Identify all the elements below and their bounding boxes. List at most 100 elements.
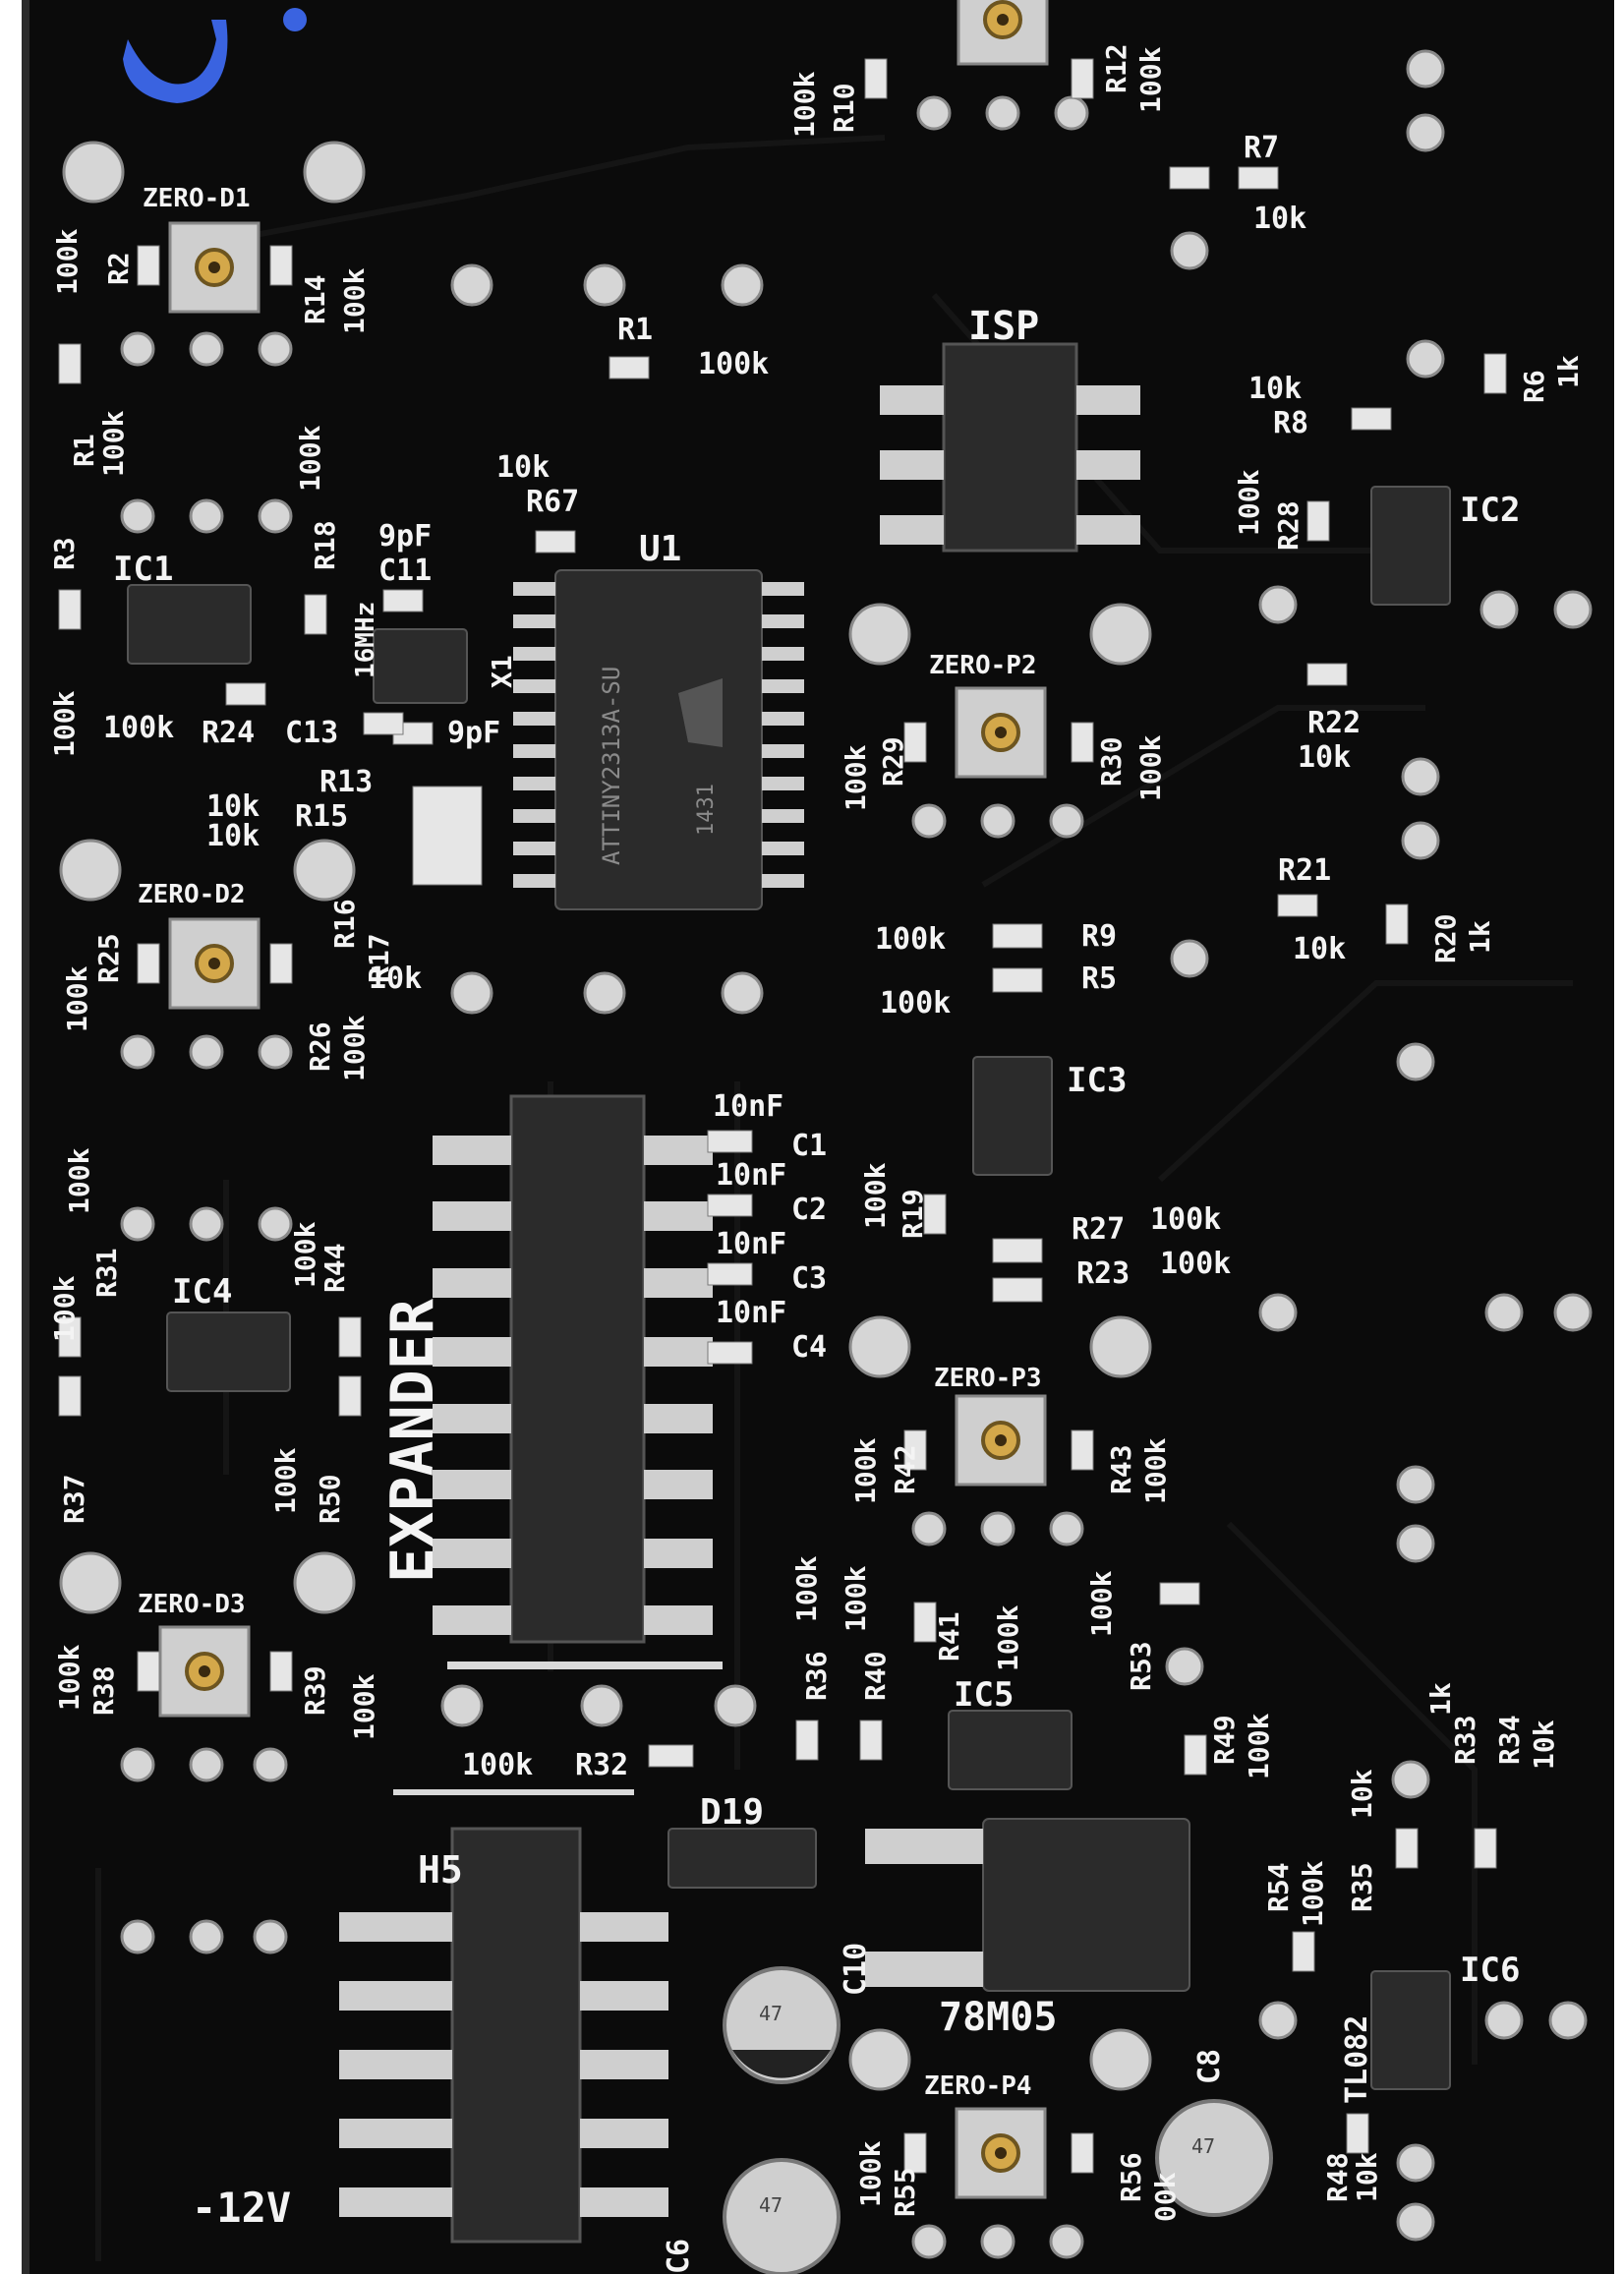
svg-text:100k: 100k xyxy=(1085,1570,1118,1637)
label-h5: H5 xyxy=(418,1848,463,1892)
pcb-board xyxy=(22,0,1614,2274)
label-c6: C6 xyxy=(662,2239,696,2274)
ic-chips xyxy=(127,486,1451,2090)
smd-parts xyxy=(58,58,1507,2174)
svg-text:10nF: 10nF xyxy=(716,1158,786,1193)
label-r56: R56 xyxy=(1115,2152,1147,2202)
svg-text:1k: 1k xyxy=(1464,920,1496,954)
svg-text:16MHz: 16MHz xyxy=(351,602,380,678)
svg-text:100k: 100k xyxy=(269,1447,302,1514)
svg-text:100k: 100k xyxy=(1233,469,1265,536)
label-r14: R14 xyxy=(299,274,331,324)
svg-text:100k: 100k xyxy=(348,1673,380,1740)
label-d19: D19 xyxy=(700,1792,764,1833)
svg-text:10nF: 10nF xyxy=(716,1227,786,1261)
svg-text:10k: 10k xyxy=(1253,202,1306,236)
svg-text:100k: 100k xyxy=(880,986,951,1020)
label-c8: C8 xyxy=(1192,2049,1227,2084)
label-r25: R25 xyxy=(92,933,125,983)
label-r22: R22 xyxy=(1307,706,1361,740)
label-u1: U1 xyxy=(639,529,681,569)
svg-text:10k: 10k xyxy=(206,789,260,824)
svg-text:100k: 100k xyxy=(992,1604,1024,1671)
label-r15: R15 xyxy=(295,799,348,834)
label-r53: R53 xyxy=(1125,1641,1157,1691)
svg-text:100k: 100k xyxy=(788,71,821,138)
label-r3: R3 xyxy=(48,537,81,570)
svg-text:100k: 100k xyxy=(1150,1202,1221,1237)
svg-text:100k: 100k xyxy=(53,1644,86,1711)
svg-text:100k: 100k xyxy=(63,1147,95,1214)
label-r41: R41 xyxy=(933,1611,965,1662)
label-r55: R55 xyxy=(889,2167,921,2217)
label-r1: R1 xyxy=(617,313,653,347)
label-r9: R9 xyxy=(1081,919,1117,954)
svg-text:100k: 100k xyxy=(289,1221,321,1288)
label-r23: R23 xyxy=(1076,1256,1130,1291)
header-pins xyxy=(339,1136,713,2217)
svg-text:100k: 100k xyxy=(51,228,84,295)
label-r28: R28 xyxy=(1272,500,1305,551)
label-ic1: IC1 xyxy=(113,550,173,589)
label-r17: R17 xyxy=(363,933,395,983)
label-c10: C10 xyxy=(839,1943,873,1996)
label-r38: R38 xyxy=(87,1665,120,1716)
vias xyxy=(59,49,1593,2259)
svg-text:10k: 10k xyxy=(1293,932,1346,966)
label-zero-p3: ZERO-P3 xyxy=(934,1364,1042,1393)
label-r50: R50 xyxy=(314,1474,346,1524)
svg-text:10k: 10k xyxy=(496,450,550,485)
label-ic6: IC6 xyxy=(1460,1951,1520,1990)
label-zero-d1: ZERO-D1 xyxy=(143,184,251,213)
label-r36: R36 xyxy=(800,1651,833,1701)
svg-text:10k: 10k xyxy=(1346,1769,1378,1819)
svg-text:1k: 1k xyxy=(1552,355,1585,388)
label-r1b: R1 xyxy=(68,434,100,467)
label-r37: R37 xyxy=(58,1474,90,1524)
label-r10: R10 xyxy=(828,83,860,133)
label-zero-d2: ZERO-D2 xyxy=(138,880,246,909)
label-r39: R39 xyxy=(299,1665,331,1716)
svg-text:100k: 100k xyxy=(790,1555,823,1622)
svg-text:100k: 100k xyxy=(840,1565,872,1632)
svg-text:100k: 100k xyxy=(840,744,872,811)
label-78m05: 78M05 xyxy=(939,1995,1057,2040)
silkscreen-designators: ZERO-D1 ZERO-D2 ZERO-D3 ZERO-P2 ZERO-P3 … xyxy=(48,43,1550,2274)
label-ic5: IC5 xyxy=(954,1675,1014,1715)
cap-c10-marking: 47 xyxy=(759,2002,783,2025)
label-zero-d3: ZERO-D3 xyxy=(138,1590,246,1619)
label-zero-p4: ZERO-P4 xyxy=(924,2071,1032,2101)
svg-text:100k: 100k xyxy=(698,347,769,381)
label-expander: EXPANDER xyxy=(378,1298,447,1583)
svg-text:100k: 100k xyxy=(849,1437,882,1504)
svg-text:100k: 100k xyxy=(294,425,326,492)
svg-text:9pF: 9pF xyxy=(378,519,432,554)
svg-text:10k: 10k xyxy=(1528,1720,1560,1770)
label-r42: R42 xyxy=(889,1444,921,1494)
label-c1: C1 xyxy=(791,1129,827,1163)
label-r27: R27 xyxy=(1072,1212,1125,1247)
svg-text:10k: 10k xyxy=(369,962,422,996)
svg-text:10nF: 10nF xyxy=(716,1296,786,1330)
label-r26: R26 xyxy=(304,1021,336,1072)
label-r18: R18 xyxy=(309,520,341,570)
svg-text:10k: 10k xyxy=(1351,2152,1383,2202)
label-r6: R6 xyxy=(1518,370,1550,403)
svg-text:100k: 100k xyxy=(1297,1860,1329,1927)
svg-text:100k: 100k xyxy=(338,1015,371,1081)
svg-text:100k: 100k xyxy=(1243,1713,1275,1779)
svg-text:100k: 100k xyxy=(462,1748,533,1782)
u1-chip xyxy=(513,569,804,910)
label-r54: R54 xyxy=(1262,1862,1295,1912)
label-r20: R20 xyxy=(1429,913,1462,963)
label-r43: R43 xyxy=(1105,1444,1137,1494)
svg-text:00k: 00k xyxy=(1149,2172,1182,2222)
label-ic3: IC3 xyxy=(1067,1061,1127,1100)
label-r34: R34 xyxy=(1493,1715,1526,1765)
svg-text:10nF: 10nF xyxy=(713,1089,783,1124)
label-c4: C4 xyxy=(791,1330,827,1365)
label-x1: X1 xyxy=(486,655,518,688)
label-tl082: TL082 xyxy=(1340,2015,1374,2104)
label-r8: R8 xyxy=(1273,406,1308,440)
svg-text:100k: 100k xyxy=(854,2140,887,2207)
